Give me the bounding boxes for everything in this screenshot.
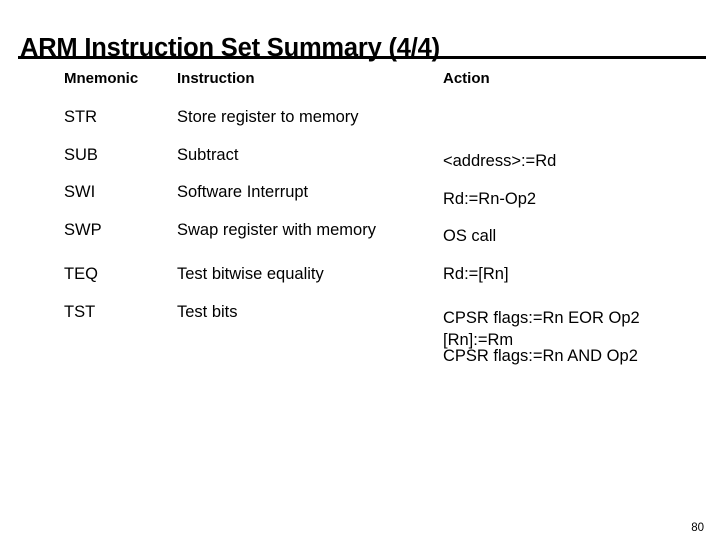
cell-action: <address>:=Rd: [443, 106, 556, 216]
cell-action: OS call: [443, 181, 496, 291]
action-line: Rd:=Rn-Op2: [443, 190, 537, 208]
column-header-mnemonic: Mnemonic: [64, 70, 139, 87]
action-line: [Rn]:=Rm: [443, 331, 514, 349]
cell-action: CPSR flags:=Rn EOR Op2: [443, 263, 640, 373]
cell-mnemonic: TST: [64, 303, 96, 321]
action-line: CPSR flags:=Rn AND Op2: [443, 347, 638, 365]
cell-mnemonic: TEQ: [64, 265, 98, 283]
cell-action: Rd:=[Rn] [Rn]:=Rm: [443, 219, 513, 395]
cell-instruction: Subtract: [177, 146, 239, 164]
cell-instruction: Store register to memory: [177, 108, 359, 126]
column-header-action: Action: [443, 70, 490, 87]
cell-instruction: Test bits: [177, 303, 238, 321]
cell-instruction: Software Interrupt: [177, 183, 309, 201]
cell-mnemonic: SUB: [64, 146, 98, 164]
cell-mnemonic: SWI: [64, 183, 96, 201]
action-line: OS call: [443, 227, 497, 245]
action-line: Rd:=[Rn]: [443, 265, 509, 283]
cell-action: Rd:=Rn-Op2: [443, 144, 536, 254]
column-header-instruction: Instruction: [177, 70, 255, 87]
cell-action: CPSR flags:=Rn AND Op2: [443, 301, 638, 411]
title-divider: [18, 56, 706, 59]
instruction-summary-table: Mnemonic Instruction Action STR Store re…: [0, 70, 720, 365]
cell-mnemonic: SWP: [64, 221, 102, 239]
action-line: CPSR flags:=Rn EOR Op2: [443, 309, 640, 327]
page-number: 80: [691, 522, 704, 534]
cell-instruction: Test bitwise equality: [177, 265, 324, 283]
cell-instruction: Swap register with memory: [177, 221, 376, 239]
action-line: <address>:=Rd: [443, 152, 557, 170]
table-header-row: Mnemonic Instruction Action: [0, 70, 720, 90]
cell-mnemonic: STR: [64, 108, 97, 126]
